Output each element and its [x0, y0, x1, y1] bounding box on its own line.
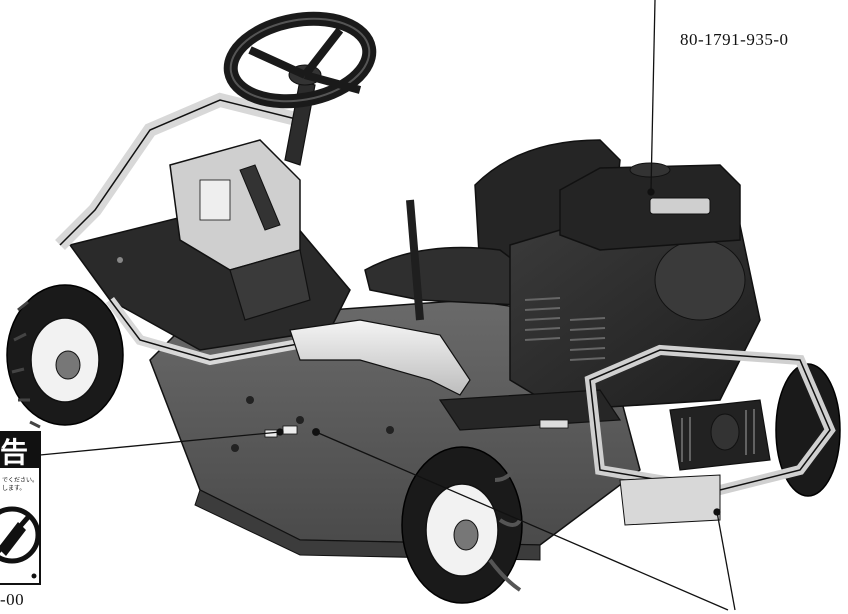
- control-console: [169, 139, 311, 321]
- part-number-bottom-left: -00: [0, 590, 25, 609]
- engine-body: [509, 224, 761, 411]
- no-entry-icon: [0, 506, 41, 564]
- front-bumper: [584, 344, 836, 526]
- warning-sticker-kanji: 告: [0, 436, 28, 469]
- lift-arm: [289, 319, 471, 396]
- part-number-top: 80-1791-935-0: [680, 30, 789, 49]
- tubular-frame: [55, 92, 321, 366]
- front-right-wheel: [775, 363, 841, 497]
- front-step: [438, 389, 622, 431]
- warning-sticker-text-line1: でください。: [2, 477, 38, 484]
- warning-sticker-icon: 告 でください。 します。: [0, 431, 41, 585]
- front-left-wheel: [401, 446, 523, 604]
- leader-lines: [39, 0, 736, 611]
- warning-sticker-text-line2: します。: [2, 485, 25, 492]
- steering-wheel: [223, 11, 377, 166]
- left-rear-wheel: [6, 284, 124, 429]
- fuel-tank: [559, 162, 741, 251]
